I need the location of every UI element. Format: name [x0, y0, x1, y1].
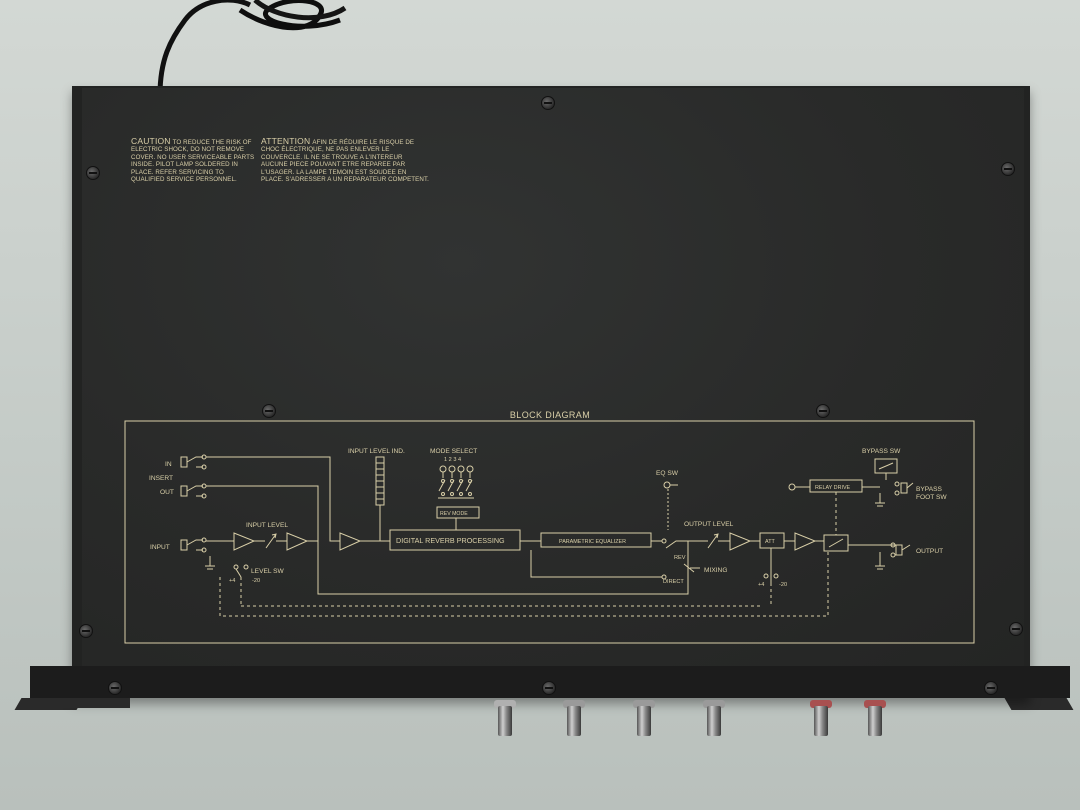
front-jack-red	[864, 700, 886, 740]
jack-input-symbol	[180, 537, 215, 570]
front-knob-shaft	[563, 700, 585, 740]
screw	[79, 624, 93, 638]
amp-input	[233, 532, 256, 551]
amp-output	[729, 532, 752, 551]
level-switch-left	[235, 568, 242, 578]
jack-output-symbol	[875, 542, 911, 570]
screw	[816, 404, 830, 418]
label-input-level-ind: INPUT LEVEL IND.	[348, 448, 405, 455]
label-bypass-foot-1: BYPASS	[916, 486, 943, 493]
label-output-level: OUTPUT LEVEL	[684, 521, 734, 528]
label-digital-reverb: DIGITAL REVERB PROCESSING	[396, 536, 505, 545]
label-rev-mode: REV MODE	[440, 511, 468, 517]
front-knob-shaft	[703, 700, 725, 740]
amp-input-2	[286, 532, 309, 551]
label-mode-numbers: 1 2 3 4	[444, 457, 461, 463]
amp-pre-reverb	[339, 532, 362, 551]
label-out: OUT	[160, 489, 174, 496]
label-in: IN	[165, 461, 172, 468]
wire-insert-out	[206, 485, 689, 595]
caution-heading: CAUTION	[131, 136, 171, 146]
front-jack-red	[810, 700, 832, 740]
eq-sw-led	[663, 481, 671, 489]
label-eq-sw: EQ SW	[656, 470, 679, 477]
label-plus4-right: +4	[758, 582, 764, 588]
amp-output-2	[794, 532, 817, 551]
wire-bypass-dashed	[219, 551, 829, 617]
label-input: INPUT	[150, 544, 170, 551]
label-mixing: MIXING	[704, 567, 727, 574]
parametric-eq-box	[540, 532, 652, 548]
screw	[86, 166, 100, 180]
variable-resistor-output-level	[707, 533, 719, 549]
digital-reverb-box	[389, 529, 521, 551]
label-att: ATT	[765, 539, 775, 545]
label-output: OUTPUT	[916, 548, 943, 555]
mode-select-switches	[438, 465, 474, 499]
screw	[984, 681, 998, 695]
label-relay-drive: RELAY DRIVE	[815, 485, 851, 491]
top-cover-panel	[82, 88, 1024, 666]
label-minus20-right: -20	[779, 582, 787, 588]
label-bypass-foot-2: FOOT SW	[916, 494, 947, 501]
jack-in-symbol	[180, 454, 207, 470]
power-cord	[157, 0, 347, 96]
screw	[1009, 622, 1023, 636]
front-knob-shaft	[633, 700, 655, 740]
eq-switch	[665, 540, 689, 552]
attention-heading: ATTENTION	[261, 136, 311, 146]
block-diagram-title: BLOCK DIAGRAM	[509, 410, 591, 420]
screw	[542, 681, 556, 695]
label-plus4-left: +4	[229, 578, 235, 584]
front-jack	[494, 700, 516, 740]
label-insert: INSERT	[149, 475, 173, 482]
screw	[108, 681, 122, 695]
wire-bypass-eq	[530, 550, 662, 578]
label-rev: REV	[674, 555, 686, 561]
diagram-border	[124, 420, 975, 644]
rev-mode-box	[436, 506, 480, 519]
screw	[541, 96, 555, 110]
bypass-foot-jack	[875, 481, 914, 507]
label-direct: DIRECT	[663, 579, 684, 585]
bypass-led	[788, 483, 796, 491]
wire-insert-in	[206, 456, 340, 542]
label-level-sw: LEVEL SW	[251, 568, 285, 575]
label-mode-select: MODE SELECT	[430, 448, 477, 455]
jack-out-symbol	[180, 483, 207, 499]
variable-resistor-input-level	[265, 533, 277, 549]
front-bracket-left	[30, 698, 130, 708]
label-input-level: INPUT LEVEL	[246, 522, 288, 529]
label-parametric-eq: PARAMETRIC EQUALIZER	[559, 539, 626, 545]
label-bypass-sw: BYPASS SW	[862, 448, 901, 455]
screw	[1001, 162, 1015, 176]
label-minus20-left: -20	[252, 578, 260, 584]
screw	[262, 404, 276, 418]
